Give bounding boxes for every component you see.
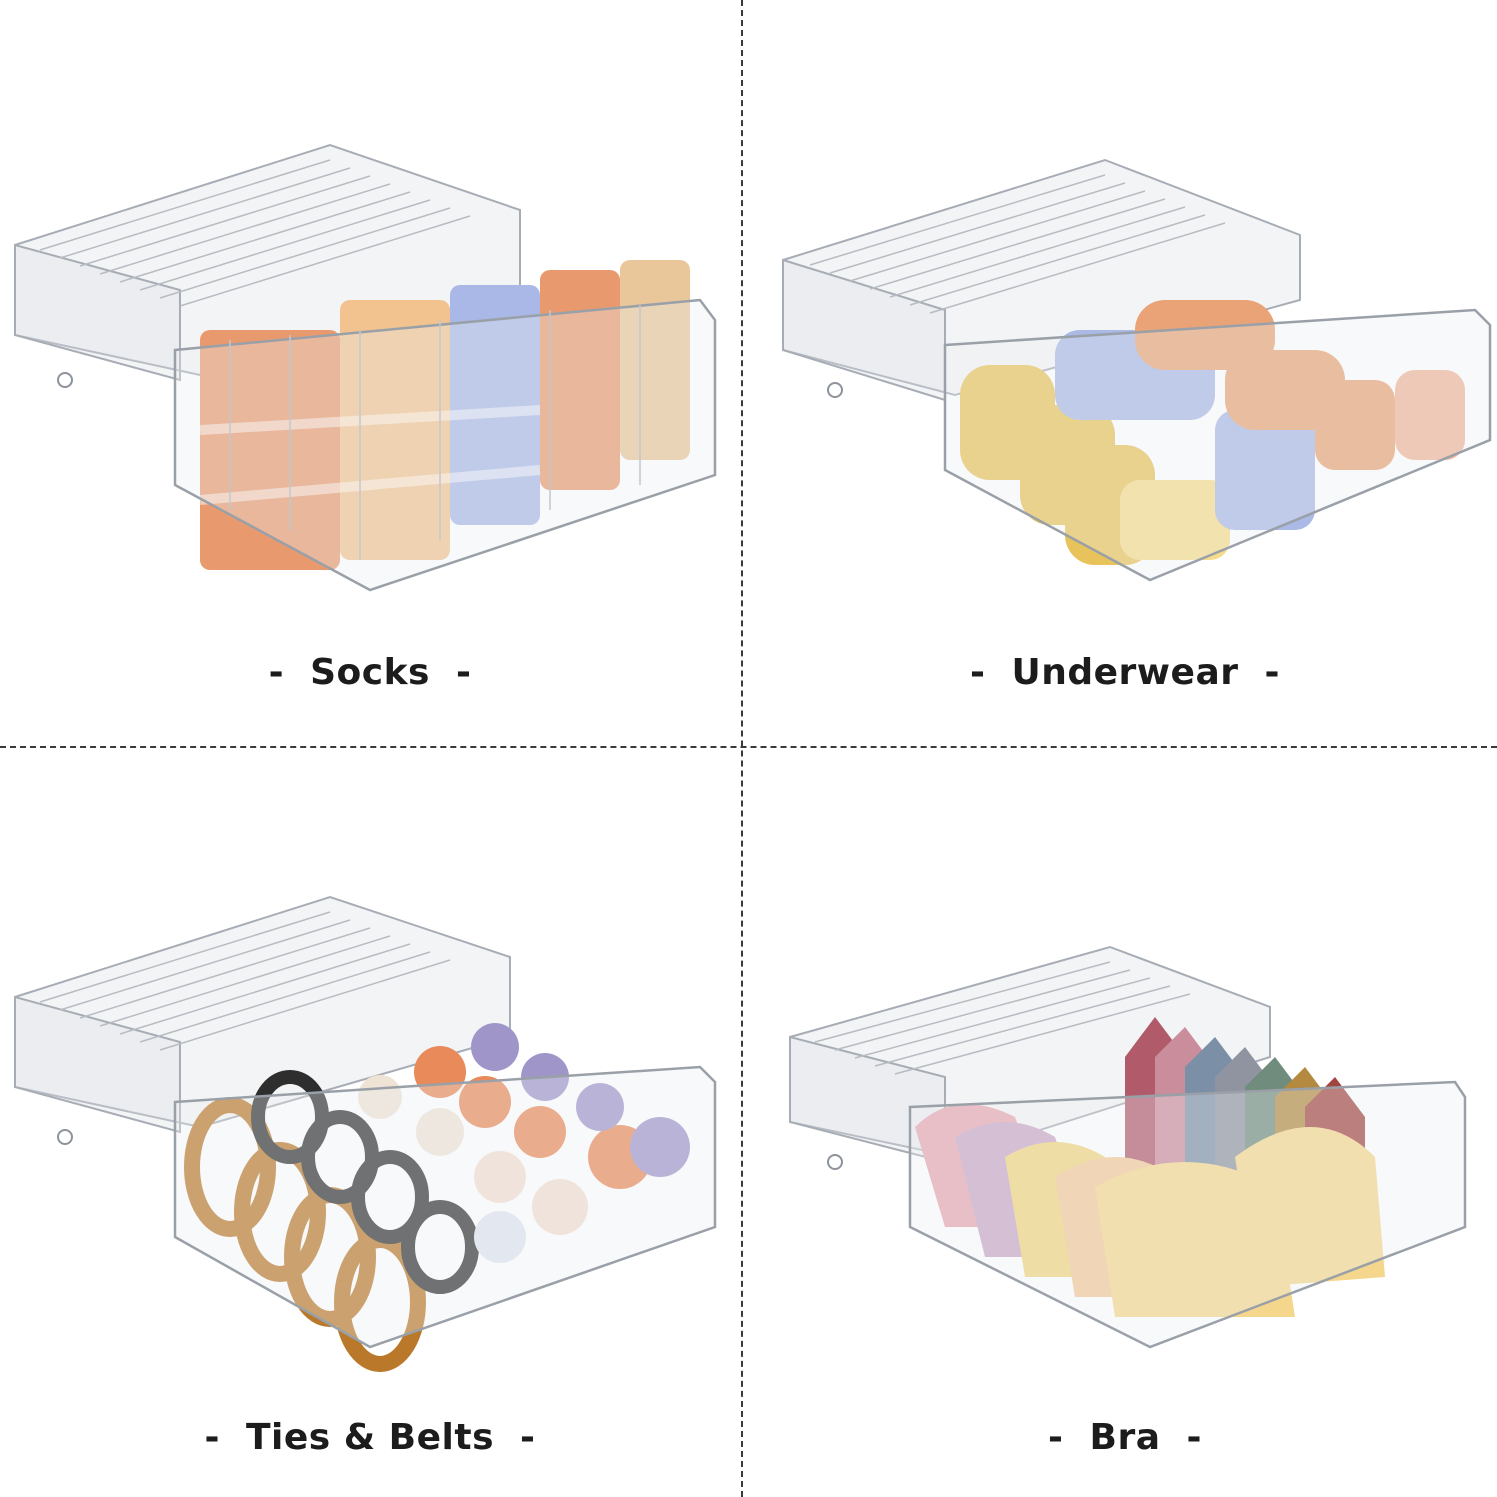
caption-dash-right: - [1264, 652, 1280, 693]
panel-underwear: -Underwear- [755, 0, 1495, 740]
caption-text: Ties & Belts [245, 1417, 495, 1458]
horizontal-divider [0, 746, 1497, 748]
folded-bras [915, 1017, 1385, 1317]
drawer-underwear-image [782, 158, 1492, 582]
caption-dash-left: - [204, 1417, 220, 1458]
caption-text: Underwear [1011, 652, 1239, 693]
vertical-divider [741, 0, 743, 1497]
drawer-socks-image [14, 143, 717, 592]
ties-and-belts [184, 1023, 690, 1372]
drawer-bra-image [789, 945, 1467, 1349]
caption-dash-left: - [268, 652, 285, 693]
panel-bra: -Bra- [755, 757, 1495, 1497]
caption-dash-right: - [1186, 1417, 1202, 1458]
sock-rolls [199, 260, 690, 570]
caption-text: Socks [310, 652, 430, 693]
caption-bra: -Bra- [755, 1417, 1495, 1458]
caption-socks: -Socks- [0, 652, 740, 693]
caption-ties-belts: -Ties & Belts- [0, 1417, 740, 1458]
caption-dash-right: - [455, 652, 472, 693]
caption-dash-right: - [520, 1417, 536, 1458]
drawer-ties-belts-image [14, 895, 717, 1372]
caption-dash-left: - [1048, 1417, 1064, 1458]
caption-text: Bra [1089, 1417, 1161, 1458]
caption-underwear: -Underwear- [755, 652, 1495, 693]
underwear-rolls [960, 300, 1465, 565]
panel-socks: -Socks- [0, 0, 740, 740]
caption-dash-left: - [970, 652, 986, 693]
panel-ties-belts: -Ties & Belts- [0, 757, 740, 1497]
